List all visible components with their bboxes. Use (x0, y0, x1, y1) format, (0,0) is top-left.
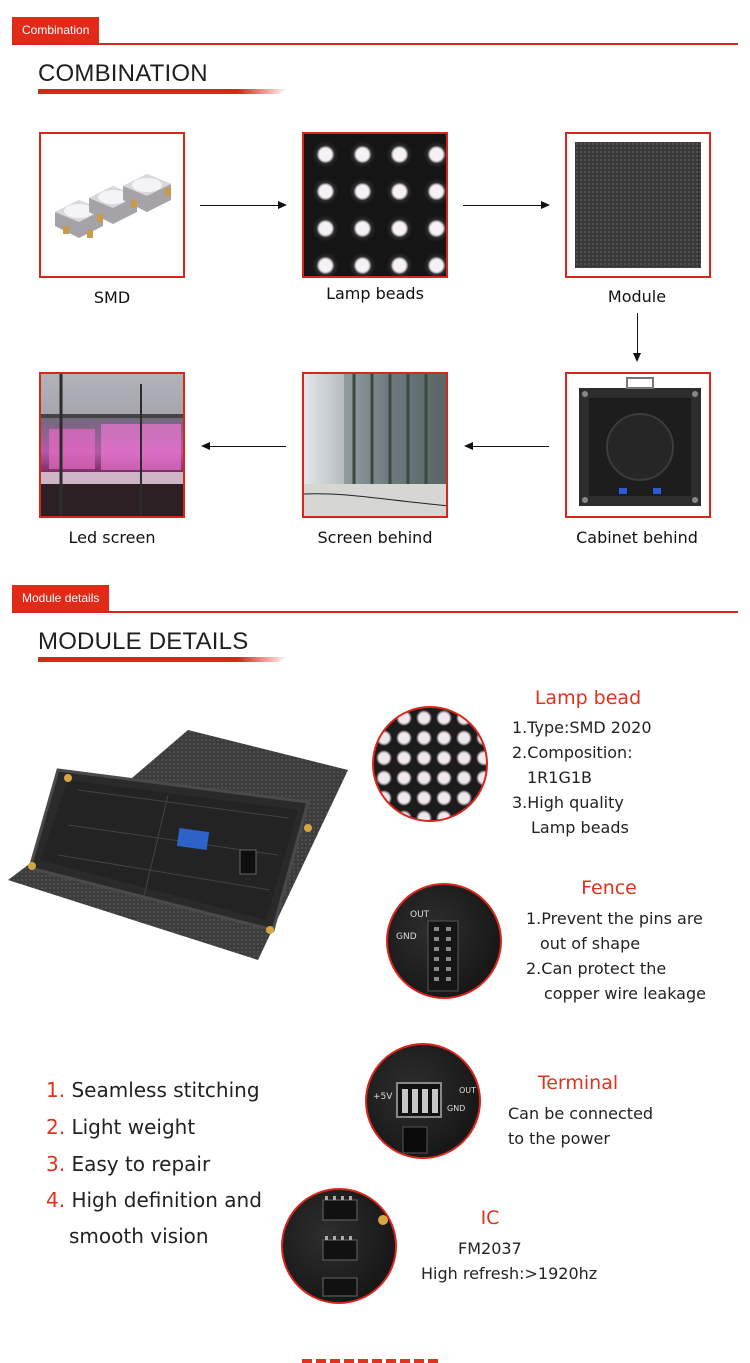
arrow-right (463, 201, 550, 209)
ic-line: FM2037 (458, 1239, 522, 1258)
section-tag-combination: Combination (12, 17, 100, 43)
fence-line: 1.Prevent the pins are (526, 909, 703, 928)
lamp-bead-line: 1R1G1B (527, 768, 593, 787)
pcb-gnd-label: GND (396, 932, 417, 942)
ic-title: IC (480, 1207, 500, 1229)
arrow-left (464, 442, 549, 450)
feature-item: 1. Seamless stitching (46, 1078, 260, 1102)
feature-item: 3. Easy to repair (46, 1152, 211, 1176)
cabinet-behind-image (565, 372, 711, 518)
caption-led-screen: Led screen (68, 528, 156, 547)
caption-cabinet-behind: Cabinet behind (576, 528, 698, 547)
pcb-gnd-label: GND (447, 1104, 465, 1113)
feature-item: 4. High definition and (46, 1188, 262, 1212)
module-photo (8, 730, 348, 970)
terminal-line: to the power (508, 1129, 610, 1148)
fence-line: copper wire leakage (544, 984, 706, 1003)
lamp-bead-line: 2.Composition: (512, 743, 633, 762)
terminal-closeup: +5V OUT GND (365, 1043, 481, 1159)
smd-image (39, 132, 185, 278)
lamp-bead-closeup (372, 706, 488, 822)
terminal-line: Can be connected (508, 1104, 654, 1123)
ic-closeup (281, 1188, 397, 1304)
arrow-left (201, 442, 286, 450)
fence-closeup: OUT GND (386, 883, 502, 999)
lamp-beads-image (302, 132, 448, 278)
ic-line: High refresh:>1920hz (421, 1264, 598, 1283)
module-details-heading: MODULE DETAILS (38, 628, 249, 655)
next-section-title-partial (302, 1352, 442, 1363)
module-image (565, 132, 711, 278)
heading-underline (38, 89, 288, 94)
fence-title: Fence (581, 877, 637, 899)
lamp-bead-line: Lamp beads (531, 818, 629, 837)
combination-heading: COMBINATION (38, 60, 208, 87)
pcb-out-label: OUT (459, 1086, 476, 1095)
section-divider (12, 43, 738, 45)
section-divider (12, 611, 738, 613)
fence-line: 2.Can protect the (526, 959, 667, 978)
caption-screen-behind: Screen behind (317, 528, 433, 547)
lamp-bead-line: 3.High quality (512, 793, 624, 812)
caption-lamp-beads: Lamp beads (326, 284, 424, 303)
lamp-bead-line: 1.Type:SMD 2020 (512, 718, 652, 737)
lamp-bead-title: Lamp bead (534, 687, 642, 709)
led-screen-image (39, 372, 185, 518)
arrow-right (200, 201, 287, 209)
arrow-down (633, 313, 641, 362)
pcb-out-label: OUT (410, 910, 430, 920)
terminal-title: Terminal (537, 1072, 619, 1094)
pcb-plus5v-label: +5V (373, 1092, 393, 1102)
caption-module: Module (607, 287, 667, 306)
heading-underline (38, 657, 288, 662)
section-tag-module-details: Module details (12, 585, 110, 611)
feature-item: smooth vision (69, 1224, 209, 1248)
feature-item: 2. Light weight (46, 1115, 196, 1139)
fence-line: out of shape (540, 934, 641, 953)
caption-smd: SMD (93, 288, 131, 307)
screen-behind-image (302, 372, 448, 518)
